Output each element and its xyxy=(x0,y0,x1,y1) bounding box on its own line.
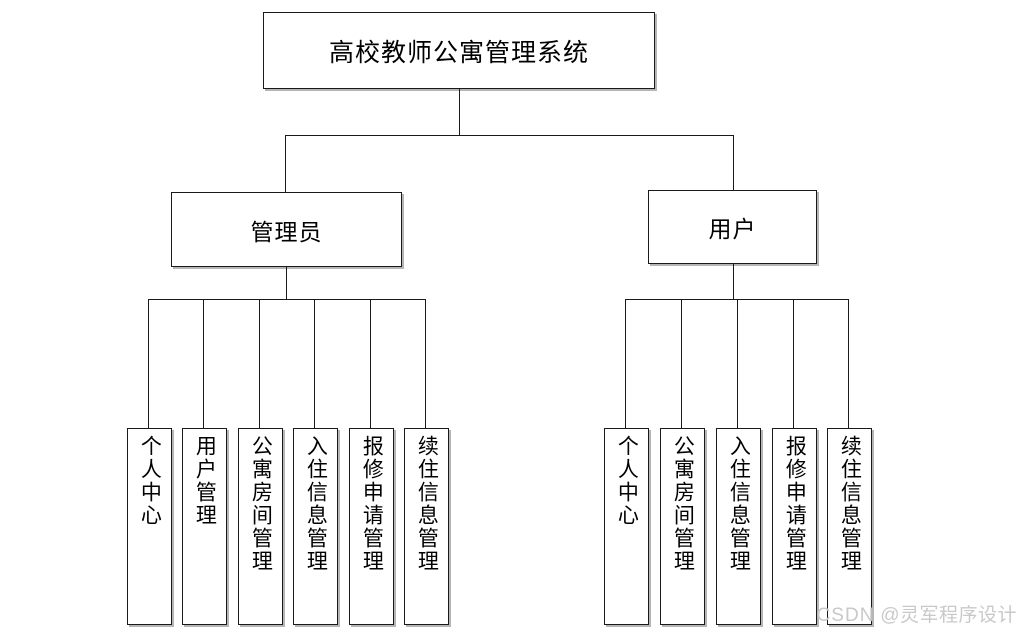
connector-drop-admin xyxy=(285,135,286,193)
leaf-node-admin-6-label: 续住信息管理 xyxy=(415,435,439,573)
connector-admin-stem xyxy=(286,267,287,299)
connector-user-drop-2 xyxy=(681,299,682,428)
leaf-node-admin-4-label: 入住信息管理 xyxy=(304,435,328,573)
connector-user-drop-5 xyxy=(848,299,849,428)
leaf-node-user-2[interactable]: 公寓房间管理 xyxy=(660,428,705,625)
leaf-node-user-4[interactable]: 报修申请管理 xyxy=(772,428,817,625)
leaf-node-admin-5-label: 报修申请管理 xyxy=(360,435,384,573)
role-node-admin[interactable]: 管理员 xyxy=(171,192,402,267)
watermark-author: @灵军程序设计 xyxy=(880,605,1017,626)
root-node-system-title[interactable]: 高校教师公寓管理系统 xyxy=(263,12,655,89)
leaf-node-user-3-label: 入住信息管理 xyxy=(727,435,751,573)
leaf-node-admin-3[interactable]: 公寓房间管理 xyxy=(238,428,283,625)
role-node-user[interactable]: 用户 xyxy=(648,190,817,264)
leaf-node-user-1-label: 个人中心 xyxy=(615,435,639,527)
leaf-node-admin-2-label: 用户管理 xyxy=(193,435,217,527)
leaf-node-admin-3-label: 公寓房间管理 xyxy=(249,435,273,573)
watermark-brand: CSDN xyxy=(816,605,875,626)
connector-admin-drop-3 xyxy=(259,299,260,428)
leaf-node-user-3[interactable]: 入住信息管理 xyxy=(716,428,761,625)
connector-admin-drop-1 xyxy=(148,299,149,428)
leaf-node-admin-4[interactable]: 入住信息管理 xyxy=(293,428,338,625)
leaf-node-user-1[interactable]: 个人中心 xyxy=(604,428,649,625)
watermark: CSDN @灵军程序设计 xyxy=(817,600,1017,627)
leaf-node-admin-1-label: 个人中心 xyxy=(138,435,162,527)
leaf-node-user-4-label: 报修申请管理 xyxy=(783,435,807,573)
leaf-node-user-5-label: 续住信息管理 xyxy=(838,435,862,573)
connector-admin-drop-5 xyxy=(370,299,371,428)
connector-admin-drop-2 xyxy=(203,299,204,428)
leaf-node-user-5[interactable]: 续住信息管理 xyxy=(827,428,872,625)
role-node-admin-label: 管理员 xyxy=(250,218,323,245)
connector-admin-drop-6 xyxy=(425,299,426,428)
leaf-node-admin-6[interactable]: 续住信息管理 xyxy=(404,428,449,625)
connector-root-stem xyxy=(459,89,460,136)
connector-user-stem xyxy=(733,264,734,299)
connector-admin-drop-4 xyxy=(314,299,315,428)
connector-drop-user xyxy=(733,135,734,191)
connector-admin-bus xyxy=(148,299,426,300)
connector-user-drop-4 xyxy=(793,299,794,428)
role-node-user-label: 用户 xyxy=(708,216,757,242)
root-node-label: 高校教师公寓管理系统 xyxy=(328,38,589,67)
leaf-node-admin-2[interactable]: 用户管理 xyxy=(182,428,227,625)
leaf-node-user-2-label: 公寓房间管理 xyxy=(671,435,695,573)
connector-level1-bus xyxy=(285,135,734,136)
leaf-node-admin-5[interactable]: 报修申请管理 xyxy=(349,428,394,625)
leaf-node-admin-1[interactable]: 个人中心 xyxy=(127,428,172,625)
connector-user-drop-1 xyxy=(625,299,626,428)
connector-user-drop-3 xyxy=(737,299,738,428)
